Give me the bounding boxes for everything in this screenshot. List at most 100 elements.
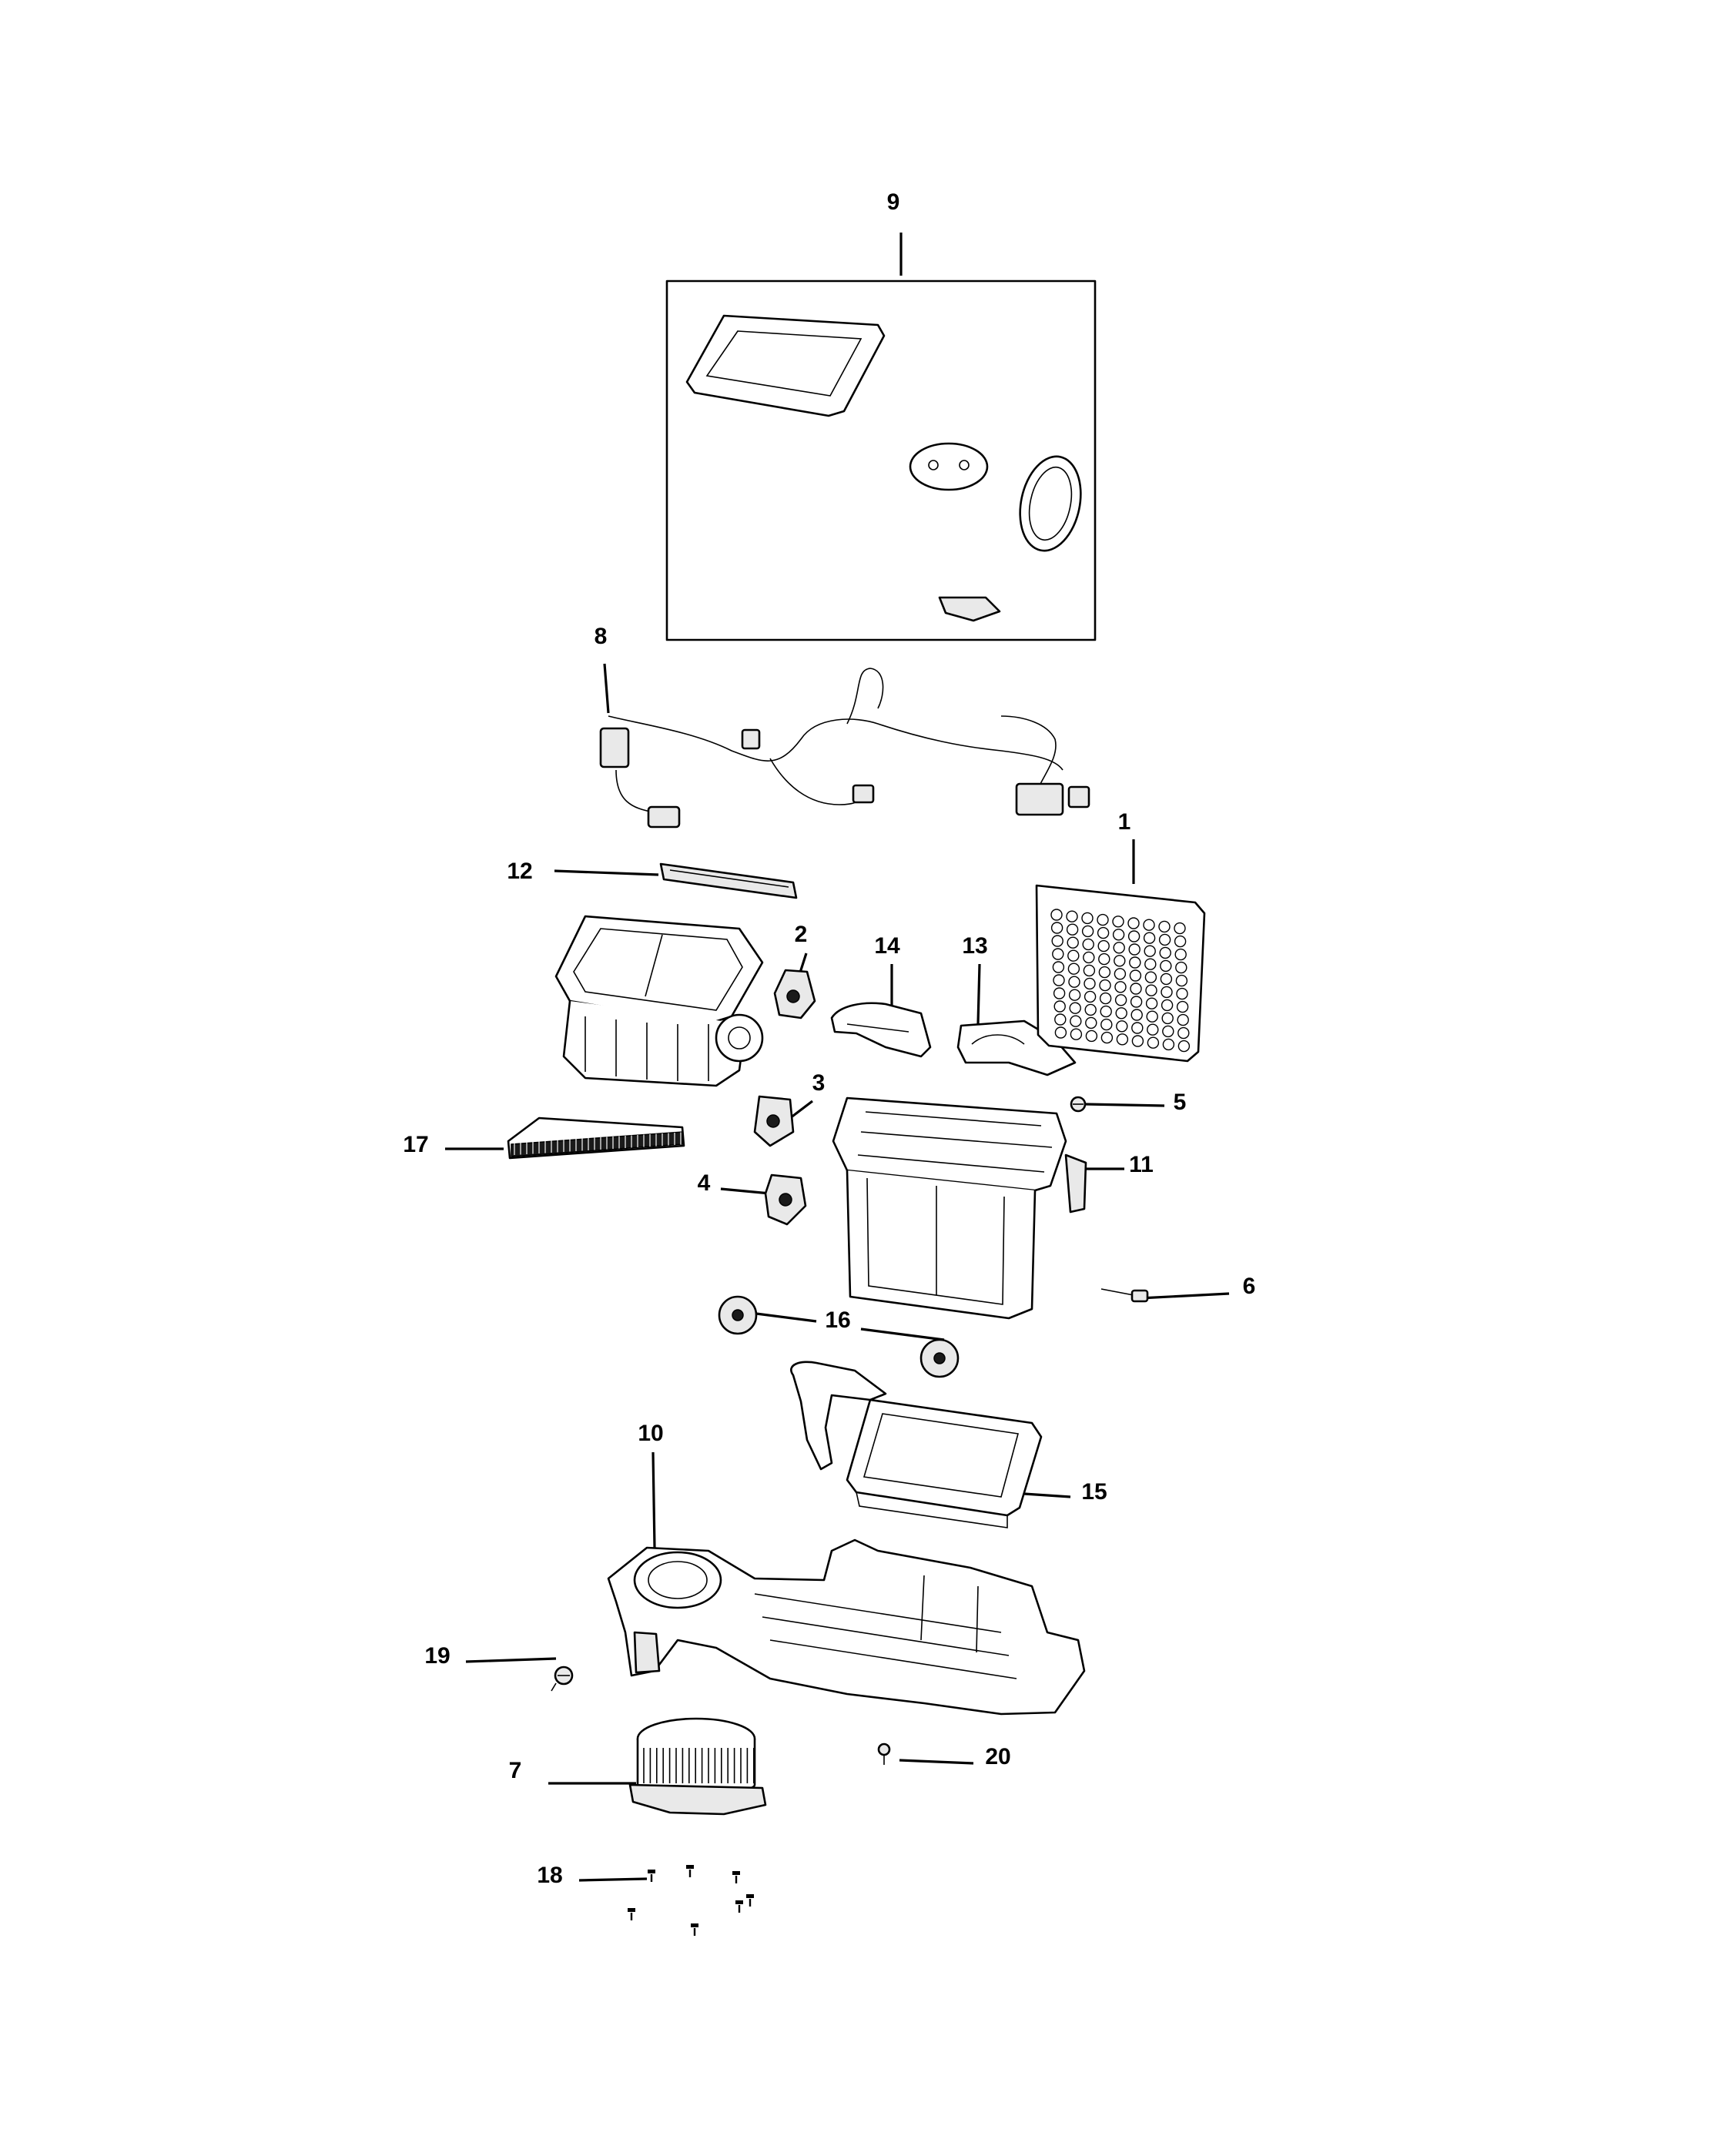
screw (746, 1894, 754, 1907)
grille-hole (1127, 917, 1140, 929)
grille-pattern (1050, 909, 1191, 1053)
grille-hole (1161, 986, 1173, 999)
part-15-heater-core (790, 1361, 1043, 1528)
screw (628, 1908, 635, 1920)
leader-5 (1085, 1103, 1165, 1107)
grille-hole (1161, 1012, 1174, 1025)
callout-14: 14 (874, 933, 900, 959)
grille-hole (1099, 979, 1111, 992)
grille-hole (1098, 952, 1110, 966)
grille-hole (1128, 943, 1141, 956)
part-5-screw (1070, 1096, 1087, 1113)
grille-hole (1100, 1031, 1114, 1044)
grille-hole (1114, 981, 1127, 993)
grille-hole (1053, 1000, 1066, 1013)
grille-hole (1175, 974, 1188, 987)
grille-hole (1177, 1040, 1191, 1053)
grille-hole (1143, 919, 1155, 931)
grille-hole (1100, 1005, 1112, 1018)
callout-1: 1 (1118, 809, 1131, 835)
grille-hole (1162, 1025, 1174, 1038)
grille-hole (1131, 1022, 1144, 1034)
callout-10: 10 (638, 1421, 663, 1446)
grille-hole (1130, 996, 1143, 1008)
part-9-seal-kit (665, 280, 1097, 641)
grille-hole (1130, 1009, 1143, 1021)
grille-hole (1099, 992, 1112, 1005)
grille-hole (1116, 1033, 1129, 1046)
grille-hole (1112, 929, 1125, 941)
leader-16b (860, 1327, 945, 1341)
callout-15: 15 (1081, 1479, 1107, 1505)
grille-hole (1050, 922, 1063, 934)
grille-hole (1081, 912, 1094, 925)
leader-16a (755, 1312, 817, 1323)
part-3-actuator (753, 1095, 795, 1147)
grille-hole (1147, 1023, 1159, 1036)
leader-20 (899, 1759, 974, 1765)
grille-hole (1054, 1013, 1067, 1026)
leader-12 (554, 869, 659, 876)
grille-hole (1053, 974, 1065, 986)
grille-hole (1176, 1000, 1189, 1013)
grille-hole (1146, 1010, 1158, 1023)
grille-hole (1113, 942, 1125, 954)
callout-13: 13 (962, 933, 987, 959)
screw (732, 1871, 740, 1883)
leader-3 (789, 1100, 813, 1120)
part-16-grommets (718, 1295, 960, 1378)
screw (686, 1865, 694, 1877)
part-20-screw (877, 1743, 891, 1765)
grille-hole (1129, 969, 1142, 982)
grille-hole (1052, 948, 1064, 960)
grille-hole (1160, 973, 1173, 986)
blower-fins (643, 1748, 755, 1783)
grille-hole (1053, 987, 1066, 999)
grille-hole (1130, 983, 1142, 995)
grille-hole (1067, 936, 1079, 949)
callout-16: 16 (825, 1307, 850, 1333)
grille-hole (1177, 1026, 1190, 1040)
leader-13 (976, 963, 981, 1025)
grille-hole (1054, 1026, 1067, 1039)
callout-18: 18 (537, 1863, 562, 1888)
part-10-lower-housing (607, 1538, 1086, 1716)
grille-hole (1158, 933, 1171, 946)
grille-hole (1083, 964, 1096, 977)
part-6-sensor (1100, 1288, 1149, 1303)
grille-hole (1158, 920, 1171, 933)
callout-4: 4 (698, 1170, 711, 1196)
grille-hole (1097, 913, 1109, 926)
callout-5: 5 (1174, 1090, 1187, 1115)
leader-8 (603, 663, 610, 714)
grille-hole (1116, 1020, 1128, 1033)
screw (691, 1923, 698, 1936)
grille-hole (1066, 923, 1079, 936)
part-18-screws (628, 1865, 754, 1936)
callout-20: 20 (985, 1744, 1010, 1769)
grille-hole (1174, 935, 1187, 948)
grille-hole (1083, 951, 1095, 964)
leader-4 (720, 1187, 771, 1195)
grille-hole (1082, 938, 1094, 951)
part-4-actuator (764, 1173, 807, 1226)
upper-inlet-housing (554, 915, 764, 1087)
grille-hole (1162, 1038, 1175, 1051)
leader-10 (651, 1451, 656, 1548)
grille-hole (1098, 966, 1111, 979)
grille-hole (1097, 939, 1110, 952)
part-17-filter (507, 1116, 685, 1160)
callout-7: 7 (509, 1758, 522, 1783)
grille-hole (1069, 1002, 1081, 1014)
leader-18 (578, 1877, 648, 1882)
grille-hole (1084, 990, 1097, 1003)
grille-hole (1114, 968, 1127, 980)
grille-hole (1070, 1015, 1082, 1027)
grille-hole (1070, 1028, 1083, 1040)
grille-hole (1068, 976, 1080, 988)
callout-2: 2 (795, 922, 808, 947)
grille-hole (1085, 1029, 1098, 1043)
callout-3: 3 (812, 1070, 826, 1096)
callout-12: 12 (507, 859, 532, 884)
